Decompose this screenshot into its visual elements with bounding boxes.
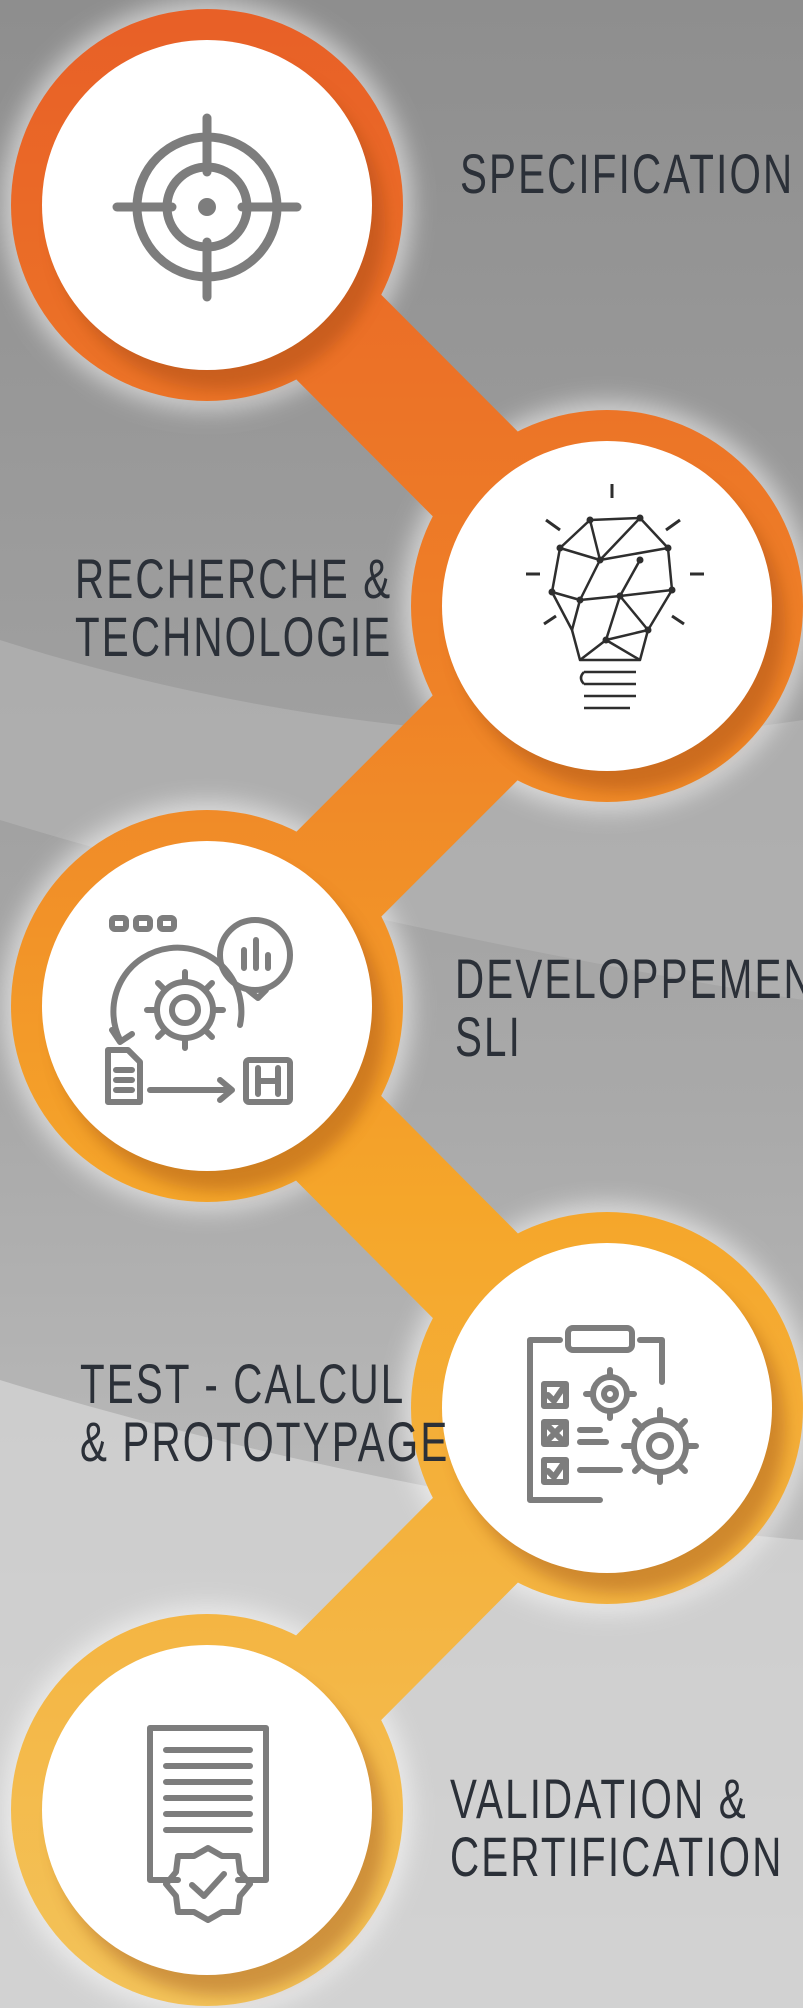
target-icon [112, 113, 302, 302]
step-label-recherche-technologie: RECHERCHE & TECHNOLOGIE [75, 547, 393, 668]
step-label-validation-certification: VALIDATION & CERTIFICATION [450, 1767, 784, 1888]
step-label-test-calcul-prototypage: TEST - CALCUL & PROTOTYPAGE [80, 1352, 450, 1473]
step-label-developpement-sli: DEVELOPPEMENT SLI [455, 947, 803, 1068]
gear-cycle-process-icon [105, 915, 293, 1105]
clipboard-checklist-gears-icon [527, 1325, 699, 1503]
lightbulb-network-icon [526, 484, 704, 710]
certificate-document-icon [147, 1725, 269, 1923]
step-label-specification: SPECIFICATION [460, 142, 795, 205]
